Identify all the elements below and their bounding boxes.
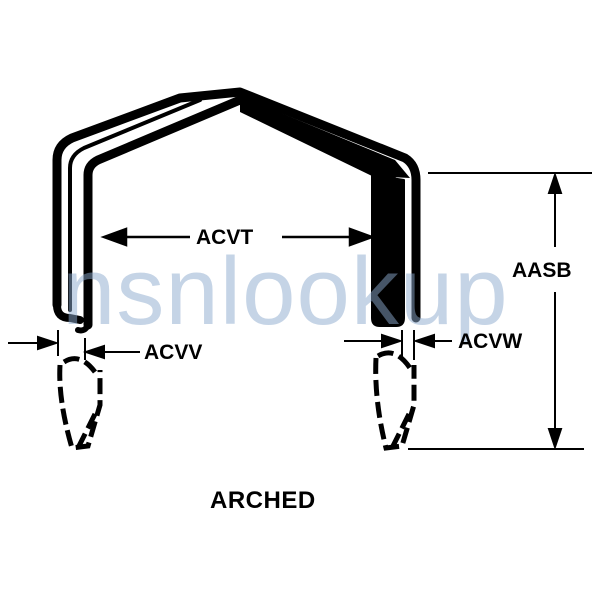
left-staple-point (57, 356, 103, 451)
acvv-dimension-line (8, 330, 140, 360)
right-staple-point (373, 350, 417, 451)
acvw-dimension-line (344, 330, 452, 360)
acvv-label: ACVV (144, 341, 203, 364)
staple-body (52, 87, 421, 334)
acvw-label: ACVW (458, 330, 523, 353)
acvt-dimension-line (100, 227, 376, 247)
diagram-caption: ARCHED (210, 487, 316, 514)
aasb-dimension-line (408, 171, 592, 451)
aasb-label: AASB (512, 259, 572, 282)
acvt-label: ACVT (196, 226, 254, 249)
